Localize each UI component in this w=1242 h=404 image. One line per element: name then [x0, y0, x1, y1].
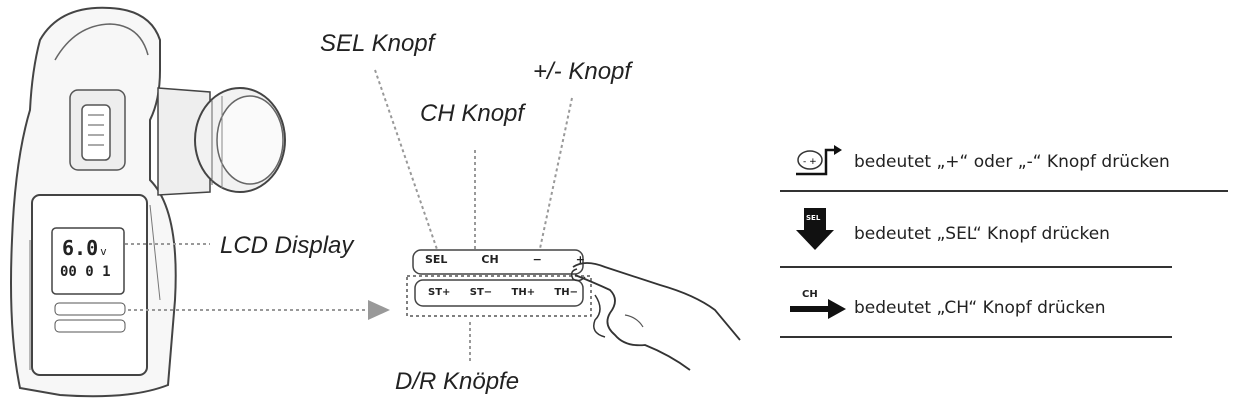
svg-text:- +: - + — [803, 157, 817, 167]
plus-minus-press-icon: - + — [796, 145, 842, 176]
sel-button[interactable]: SEL — [425, 253, 448, 266]
ch-knopf-label: CH Knopf — [420, 100, 525, 127]
sel-knopf-label: SEL Knopf — [320, 30, 435, 57]
legend-divider — [780, 336, 1172, 338]
legend-divider — [780, 190, 1228, 192]
sel-press-icon — [796, 208, 834, 250]
legend-text-ch: bedeutet „CH“ Knopf drücken — [854, 298, 1106, 318]
sel-press-icon-label: SEL — [806, 214, 821, 222]
plus-minus-knopf-label: +/- Knopf — [533, 58, 632, 85]
st-plus-button[interactable]: ST+ — [428, 287, 451, 298]
th-plus-button[interactable]: TH+ — [511, 287, 536, 298]
legend-text-plus-minus: bedeutet „+“ oder „-“ Knopf drücken — [854, 152, 1170, 172]
finger-illustration — [570, 262, 741, 371]
panel-top-buttons: SEL CH − + — [425, 253, 585, 266]
button-panel-illustration — [406, 249, 592, 317]
transmitter-illustration — [10, 6, 286, 398]
th-minus-button[interactable]: TH− — [554, 287, 578, 298]
ch-button[interactable]: CH — [481, 253, 499, 266]
legend-divider — [780, 266, 1172, 268]
plus-button[interactable]: + — [575, 253, 585, 266]
panel-bottom-buttons: ST+ ST− TH+ TH− — [428, 287, 578, 298]
lcd-display-label: LCD Display — [220, 232, 354, 259]
ch-press-icon — [790, 299, 846, 319]
ch-press-icon-label: CH — [802, 289, 818, 300]
legend-text-sel: bedeutet „SEL“ Knopf drücken — [854, 224, 1110, 244]
dr-knoepfe-label: D/R Knöpfe — [395, 368, 520, 395]
st-minus-button[interactable]: ST− — [469, 287, 493, 298]
legend: - + bedeutet „+“ oder „-“ Knopf drücken … — [780, 140, 1230, 340]
lcd-voltage-unit: v — [100, 245, 107, 258]
minus-button[interactable]: − — [532, 253, 542, 266]
lcd-voltage-value: 6.0 — [62, 236, 99, 260]
lcd-timer: 00 0 1 — [60, 264, 111, 280]
